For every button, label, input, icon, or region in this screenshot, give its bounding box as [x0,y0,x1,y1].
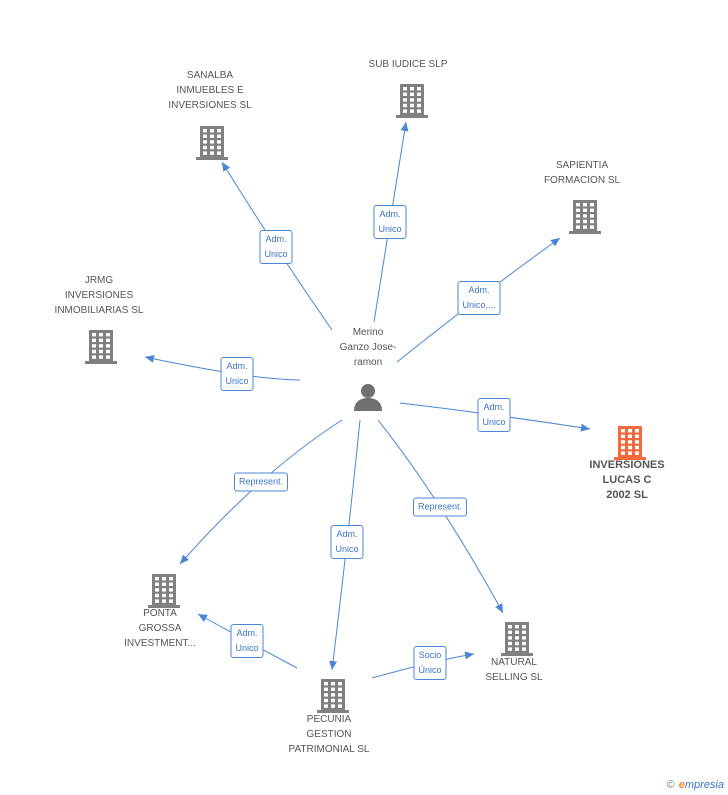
brand-initial: e [678,779,685,791]
edge-label-pecunia-line: Unico [335,544,359,554]
building-icon [196,126,228,160]
edge-label-jrmg[interactable]: Adm. Unico [220,357,254,391]
node-icon-wrapper[interactable] [395,82,429,123]
company-label-inversiones-line: LUCAS C [602,474,652,486]
edge-label-subiudice-line: Unico [378,224,402,234]
building-icon [396,84,428,118]
node-icon-wrapper[interactable] [500,620,534,661]
company-label-sanalba-line: SANALBA [186,70,234,81]
company-label-subiudice: SUB IUDICE SLP [369,57,448,72]
edge-label-pecunia-line: Adm. [336,529,358,539]
company-label-jrmg: JRMG INVERSIONES INMOBILIARIAS SL [55,273,144,318]
edge-label-sanalba-line: Adm. [265,234,287,244]
node-icon-wrapper[interactable] [353,382,383,417]
center-person-name-line: Merino [352,327,384,338]
person-icon [354,384,382,411]
company-label-ponta-line: GROSSA [138,623,182,634]
edge-label-ponta[interactable]: Represent. [233,472,289,492]
building-icon [569,200,601,234]
edge-label-jrmg-line: Adm. [226,361,248,371]
building-icon [85,330,117,364]
building-icon [148,574,180,608]
copyright-symbol: © [666,779,675,791]
edge-label-jrmg-line: Unico [225,376,249,386]
edge-label-natural-line: Socio [418,650,442,660]
company-label-pecunia-line: PECUNIA [306,714,352,725]
edge-label-sapientia[interactable]: Adm. Unico,... [457,281,501,315]
company-label-inversiones-line: INVERSIONES [589,459,665,471]
company-label-pecunia-line: GESTION [306,729,352,740]
edge-label-ponta-line: Represent. [238,476,284,487]
edge-label-natural-line: Único [418,665,442,675]
edge-label-sanalba[interactable]: Adm. Unico [259,230,293,264]
edge-label-subiudice[interactable]: Adm. Unico [373,205,407,239]
center-person-name-line: ramon [353,357,383,368]
company-label-ponta-line: INVESTMENT... [124,638,196,649]
edge-center-natural [377,419,504,614]
edge-label-sapientia-line: Unico,... [462,300,496,310]
edge-label-inversiones-line: Adm. [483,402,505,412]
node-icon-wrapper[interactable] [84,328,118,369]
company-label-sanalba: SANALBA INMUEBLES E INVERSIONES SL [168,68,251,113]
building-icon [614,426,646,460]
node-icon-wrapper[interactable] [613,424,647,465]
company-label-sapientia: SAPIENTIA FORMACION SL [544,158,620,188]
edge-label-inversiones-line: Unico [482,417,506,427]
edge-label-sanalba-line: Unico [264,249,288,259]
company-label-pecunia: PECUNIA GESTION PATRIMONIAL SL [289,712,370,757]
company-label-ponta-line: PONTA [143,608,177,619]
node-icon-wrapper[interactable] [147,572,181,613]
building-icon [317,679,349,713]
company-label-pecunia-line: PATRIMONIAL SL [288,744,370,755]
edge-label-ponta-line: Unico [235,643,259,653]
building-icon [501,622,533,656]
company-label-ponta: PONTA GROSSA INVESTMENT... [124,606,196,651]
company-label-jrmg-line: INMOBILIARIAS SL [54,305,144,316]
company-label-natural-line: NATURAL [491,657,537,668]
company-label-natural-line: SELLING SL [485,672,543,683]
footer-brand: ©empresia [667,779,724,791]
node-icon-wrapper[interactable] [568,198,602,239]
company-label-inversiones: INVERSIONES LUCAS C 2002 SL [589,458,664,503]
company-label-natural: NATURAL SELLING SL [485,655,542,685]
edge-label-sapientia-line: Adm. [468,285,490,295]
company-label-sapientia-line: SAPIENTIA [555,160,609,171]
company-label-inversiones-line: 2002 SL [606,489,648,501]
center-person-name-line: Ganzo Jose- [339,342,397,353]
company-label-subiudice-line: SUB IUDICE SLP [368,59,448,70]
company-label-jrmg-line: JRMG [84,275,114,286]
edge-label-ponta-line: Adm. [236,628,258,638]
edge-label-subiudice-line: Adm. [379,209,401,219]
edge-label-natural-line: Represent. [417,501,463,512]
node-icon-wrapper[interactable] [316,677,350,718]
company-label-jrmg-line: INVERSIONES [64,290,134,301]
edge-label-inversiones[interactable]: Adm. Unico [477,398,511,432]
company-label-sanalba-line: INMUEBLES E [176,85,244,96]
edge-label-ponta[interactable]: Adm. Unico [230,624,264,658]
node-icon-wrapper[interactable] [195,124,229,165]
edge-center-ponta [179,419,343,565]
company-label-sapientia-line: FORMACION SL [543,175,621,186]
company-label-sanalba-line: INVERSIONES SL [168,100,252,111]
brand-name: mpresia [684,779,724,791]
edge-label-natural[interactable]: Represent. [412,497,468,517]
edge-label-pecunia[interactable]: Adm. Unico [330,525,364,559]
